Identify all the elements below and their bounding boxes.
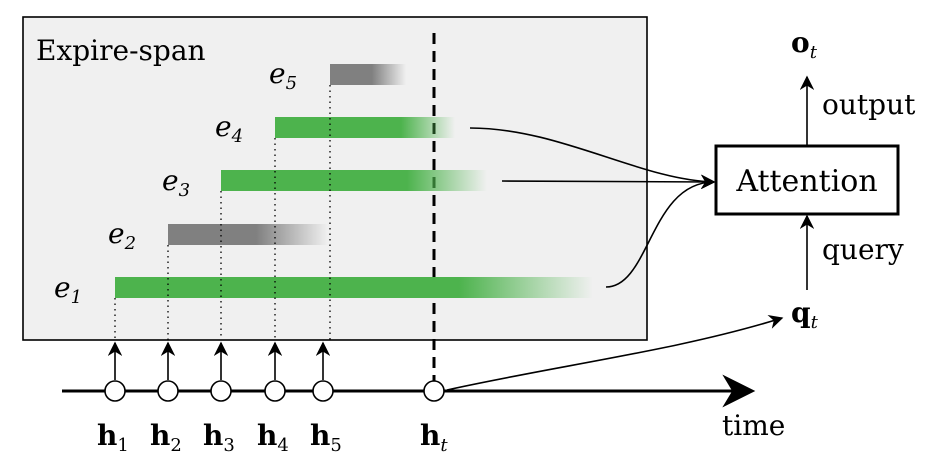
label-h1: h1 — [97, 419, 129, 456]
node-h1 — [104, 380, 126, 402]
node-ht — [423, 380, 445, 402]
attention-box — [714, 144, 900, 216]
label-ht: ht — [420, 419, 448, 456]
node-h4 — [264, 380, 286, 402]
label-e4: e4 — [215, 110, 243, 147]
input-arrows — [107, 341, 331, 380]
label-e3: e3 — [162, 164, 190, 201]
time-axis-label: time — [722, 409, 785, 442]
label-e1: e1 — [54, 271, 82, 308]
label-e2: e2 — [108, 217, 136, 254]
label-e5: e5 — [269, 57, 297, 94]
label-h5: h5 — [310, 419, 342, 456]
label-h2: h2 — [150, 419, 182, 456]
memory-bar-e4 — [275, 117, 455, 138]
memory-bar-e3 — [221, 170, 487, 191]
output-label: output — [822, 88, 916, 121]
node-h5 — [312, 380, 334, 402]
dotted-guides — [114, 85, 331, 340]
label-h4: h4 — [257, 419, 289, 456]
memory-bar-e5 — [330, 64, 406, 85]
memory-bar-e2 — [168, 224, 328, 245]
label-h3: h3 — [203, 419, 235, 456]
memory-bar-e1 — [115, 277, 593, 298]
attention-label: Attention — [735, 164, 877, 199]
memory-to-attention-curves — [446, 127, 784, 391]
label-ot: ot — [791, 26, 818, 63]
label-qt: qt — [791, 296, 819, 333]
node-h2 — [157, 380, 179, 402]
panel-title: Expire-span — [36, 34, 206, 67]
node-h3 — [210, 380, 232, 402]
query-label: query — [822, 233, 904, 266]
